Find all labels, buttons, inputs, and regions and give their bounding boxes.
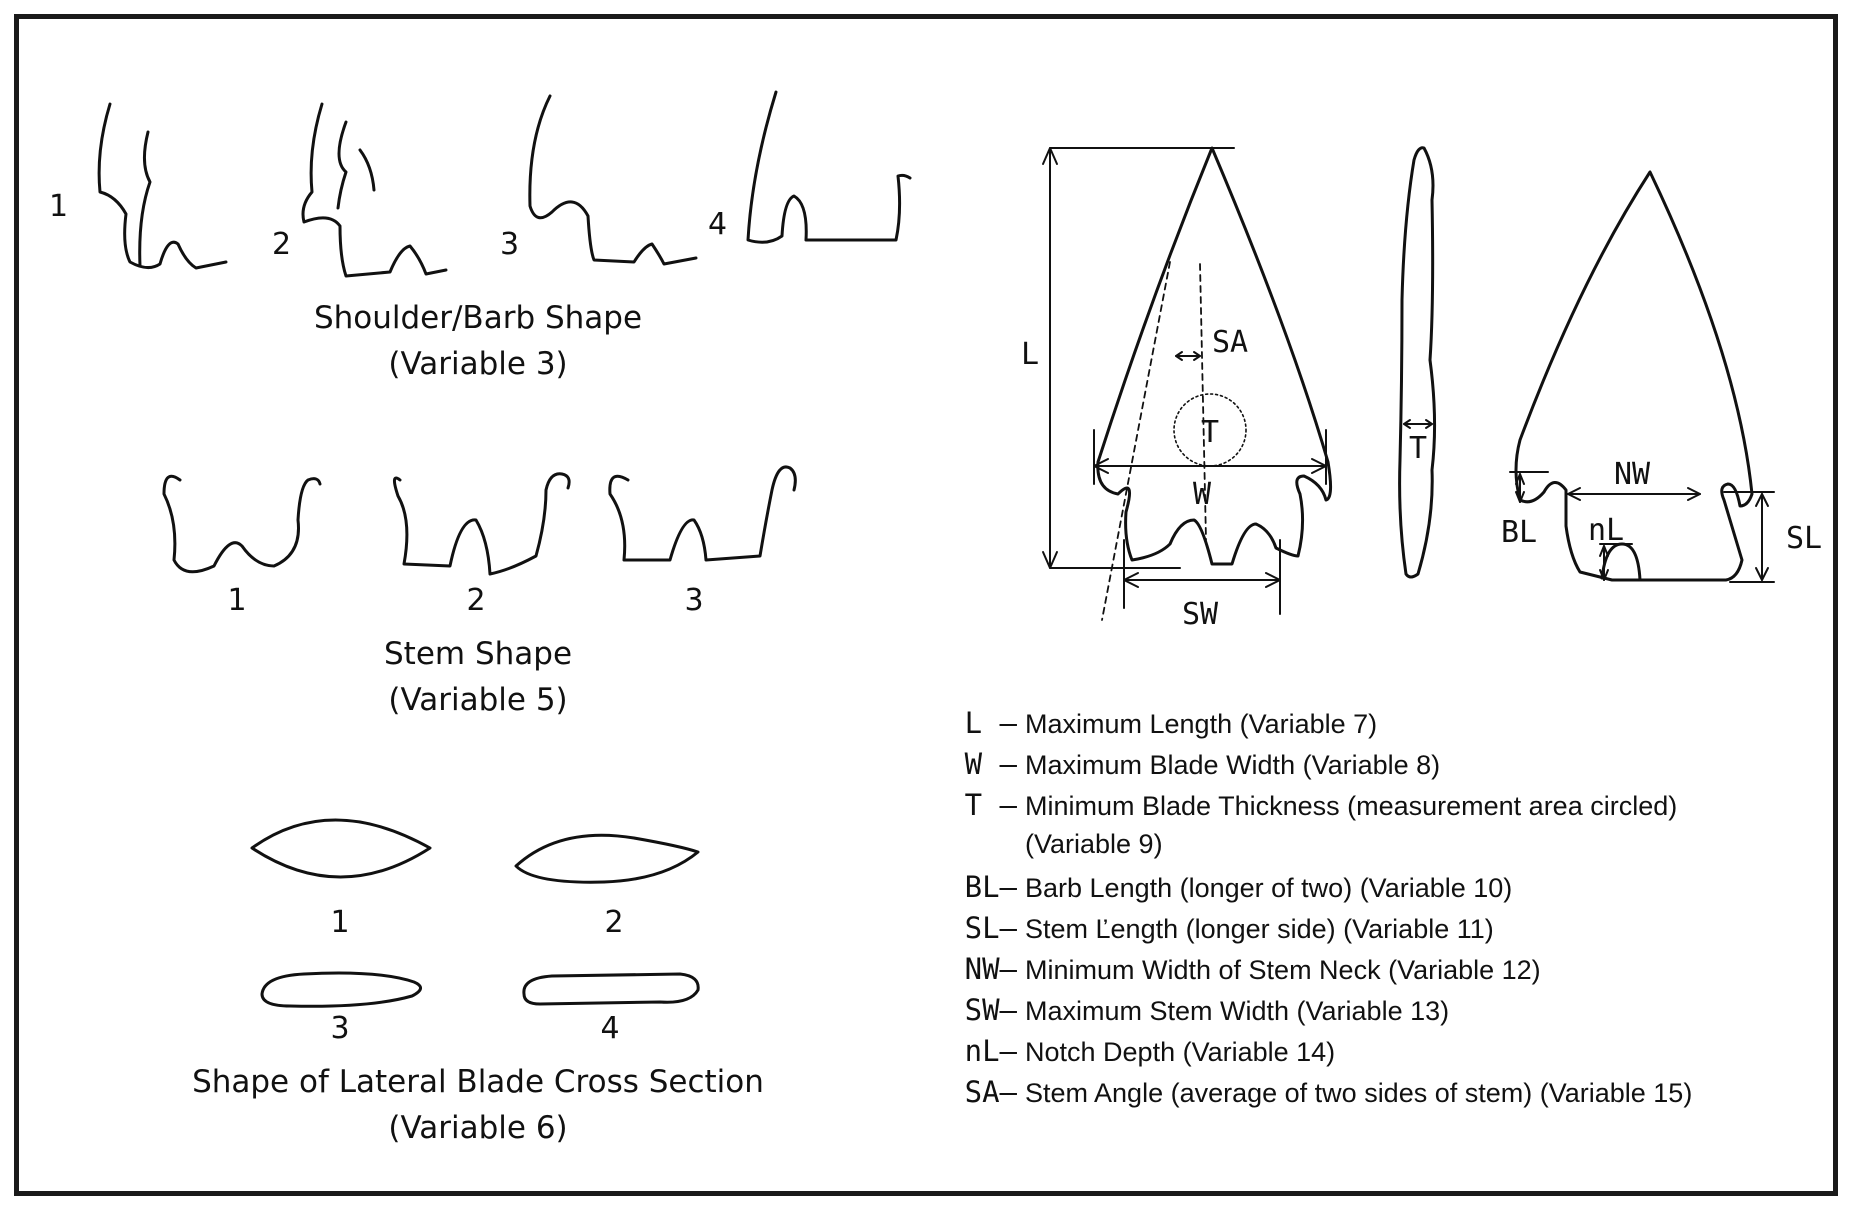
- length-dimension: [1042, 147, 1235, 569]
- legend-code: L –: [964, 706, 1017, 740]
- label-SA: SA: [1212, 325, 1248, 360]
- legend-code: SA–: [964, 1075, 1017, 1109]
- legend-row-BL: BL– Barb Length (longer of two) (Variabl…: [925, 870, 1805, 911]
- point-face-view: [1096, 146, 1333, 566]
- stem-variable: (Variable 5): [388, 682, 567, 718]
- legend-row-W: W – Maximum Blade Width (Variable 8): [925, 747, 1805, 788]
- shoulder-number-1: 1: [49, 189, 68, 224]
- shoulder-caption: Shoulder/Barb Shape: [314, 300, 642, 336]
- stem-shape-2: [393, 472, 571, 576]
- shoulder-variable: (Variable 3): [388, 346, 567, 382]
- shoulder-shape-2: [301, 102, 448, 278]
- legend-row-L: L – Maximum Length (Variable 7): [925, 706, 1805, 747]
- label-T-side: T: [1409, 431, 1427, 466]
- shoulder-number-4: 4: [708, 207, 727, 242]
- legend-description: Maximum Blade Width (Variable 8): [1025, 750, 1441, 780]
- notch-depth-dimension: [1599, 543, 1633, 581]
- legend-row-T: T – Minimum Blade Thickness (measurement…: [925, 788, 1805, 829]
- label-T: T: [1201, 415, 1219, 450]
- stem-number-1: 1: [227, 583, 246, 618]
- point-notched-view: [1514, 170, 1754, 582]
- measurement-legend: L – Maximum Length (Variable 7) W – Maxi…: [925, 706, 1805, 1116]
- width-dimension: [1093, 429, 1327, 485]
- legend-code: NW–: [964, 952, 1017, 986]
- cross-section-number-3: 3: [330, 1011, 349, 1046]
- label-SL: SL: [1786, 521, 1822, 556]
- shoulder-number-3: 3: [500, 227, 519, 262]
- figure-frame: [14, 14, 1838, 1196]
- legend-row-SL: SL– Stem Ľength (longer side) (Variable …: [925, 911, 1805, 952]
- stem-caption: Stem Shape: [384, 636, 572, 672]
- stem-angle-marker: [1175, 351, 1201, 361]
- label-NW: NW: [1614, 457, 1651, 492]
- legend-row-SA: SA– Stem Angle (average of two sides of …: [925, 1075, 1805, 1116]
- point-side-view: [1398, 146, 1437, 579]
- legend-code: SL–: [964, 911, 1017, 945]
- label-BL: BL: [1501, 515, 1537, 550]
- neck-width-dimension: [1567, 487, 1701, 501]
- stem-shape-3: [608, 465, 797, 562]
- shoulder-shape-4: [746, 90, 912, 244]
- legend-description: Stem Angle (average of two sides of stem…: [1025, 1078, 1693, 1108]
- cross-section-4: [522, 972, 700, 1006]
- legend-code: SW–: [964, 993, 1017, 1027]
- legend-description: Minimum Width of Stem Neck (Variable 12): [1025, 955, 1541, 985]
- legend-description: Maximum Length (Variable 7): [1025, 709, 1378, 739]
- stem-side-line: [1101, 261, 1171, 621]
- stem-axis-line: [1199, 263, 1207, 541]
- stem-number-3: 3: [684, 583, 703, 618]
- legend-code: T –: [964, 788, 1017, 822]
- cross-section-caption: Shape of Lateral Blade Cross Section: [192, 1064, 764, 1100]
- barb-length-dimension: [1509, 471, 1549, 503]
- legend-code: nL–: [964, 1034, 1017, 1068]
- stem-number-2: 2: [466, 583, 485, 618]
- stem-width-dimension: [1123, 539, 1281, 615]
- legend-description: Stem Ľength (longer side) (Variable 11): [1025, 914, 1494, 944]
- label-SW: SW: [1182, 597, 1219, 632]
- legend-description: Minimum Blade Thickness (measurement are…: [1025, 791, 1678, 821]
- stem-length-dimension: [1723, 491, 1775, 583]
- cross-section-1: [250, 818, 432, 879]
- cross-section-2: [514, 833, 700, 884]
- shoulder-shape-3: [528, 94, 698, 266]
- legend-row-NW: NW– Minimum Width of Stem Neck (Variable…: [925, 952, 1805, 993]
- stem-shape-1: [162, 474, 322, 574]
- label-L: L: [1021, 337, 1039, 372]
- side-thickness-marker: [1403, 419, 1433, 429]
- legend-row-T-continued: (Variable 9): [925, 829, 1805, 870]
- legend-description: Maximum Stem Width (Variable 13): [1025, 996, 1450, 1026]
- shoulder-shape-1: [97, 102, 228, 270]
- legend-code: W –: [964, 747, 1017, 781]
- cross-section-3: [260, 971, 422, 1008]
- legend-description: (Variable 9): [1025, 829, 1163, 859]
- legend-row-SW: SW– Maximum Stem Width (Variable 13): [925, 993, 1805, 1034]
- legend-row-nL: nL– Notch Depth (Variable 14): [925, 1034, 1805, 1075]
- shoulder-number-2: 2: [272, 227, 291, 262]
- legend-description: Barb Length (longer of two) (Variable 10…: [1025, 873, 1513, 903]
- cross-section-number-2: 2: [604, 905, 623, 940]
- legend-description: Notch Depth (Variable 14): [1025, 1037, 1336, 1067]
- cross-section-number-1: 1: [330, 905, 349, 940]
- label-W: W: [1193, 477, 1212, 512]
- legend-code: BL–: [964, 870, 1017, 904]
- cross-section-variable: (Variable 6): [388, 1110, 567, 1146]
- label-nL: nL: [1588, 513, 1624, 548]
- cross-section-number-4: 4: [600, 1011, 619, 1046]
